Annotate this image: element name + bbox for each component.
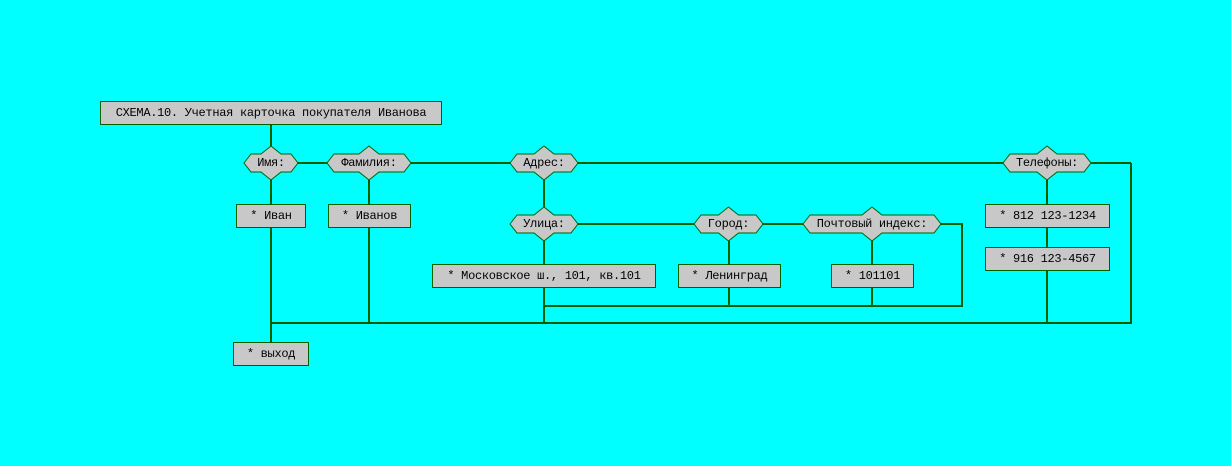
street-hex-node [509,206,579,242]
phone-value-2[interactable]: * 916 123-4567 [985,247,1110,271]
phone-value-1[interactable]: * 812 123-1234 [985,204,1110,228]
street-value[interactable]: * Московское ш., 101, кв.101 [432,264,656,288]
last-name-label: Фамилия: [341,156,397,170]
city-label: Город: [707,217,750,231]
phones-hex-node [1002,145,1092,181]
zip-hex-node [802,206,942,242]
schema-title: СХЕМА.10. Учетная карточка покупателя Ив… [100,101,442,125]
first-name-hex-node [243,145,299,181]
address-hex-node [509,145,579,181]
street-label: Улица: [523,217,565,231]
first-name-value[interactable]: * Иван [236,204,306,228]
exit-button[interactable]: * выход [233,342,309,366]
city-hex-node [693,206,764,242]
last-name-value[interactable]: * Иванов [328,204,411,228]
zip-label: Почтовый индекс: [816,217,928,231]
city-value[interactable]: * Ленинград [678,264,781,288]
zip-value[interactable]: * 101101 [831,264,914,288]
last-name-hex-node [326,145,412,181]
address-label: Адрес: [523,156,565,170]
first-name-label: Имя: [257,156,285,170]
phones-label: Телефоны: [1015,156,1079,170]
